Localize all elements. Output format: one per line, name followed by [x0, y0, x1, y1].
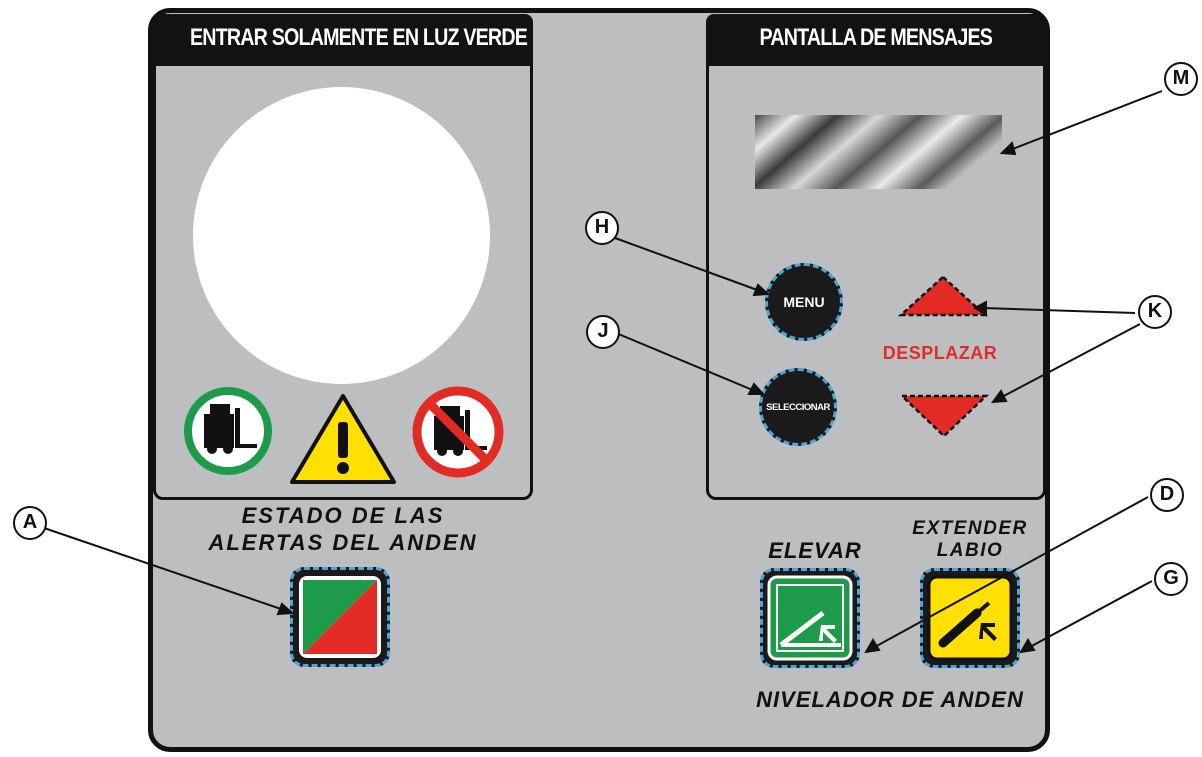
callout-g: G — [1154, 562, 1188, 596]
alert-status-button[interactable] — [290, 567, 390, 667]
menu-button[interactable]: MENU — [765, 263, 843, 341]
extend-label-line1: EXTENDER — [912, 518, 1028, 539]
callout-d: D — [1150, 478, 1184, 512]
warning-icon — [290, 394, 396, 484]
raise-label: ELEVAR — [768, 538, 862, 563]
status-label-line2: ALERTAS DEL ANDEN — [208, 530, 478, 555]
message-screen — [755, 115, 1002, 189]
forklift-prohibited-icon — [412, 386, 504, 478]
callout-m: M — [1164, 62, 1198, 96]
extend-lip-button[interactable] — [920, 568, 1020, 668]
leveler-label: NIVELADOR DE ANDEN — [756, 687, 1024, 712]
status-label-line1: ESTADO DE LAS — [241, 503, 445, 528]
callout-h: H — [585, 211, 619, 245]
scroll-label: DESPLAZAR — [882, 343, 998, 363]
light-status-header: ENTRAR SOLAMENTE EN LUZ VERDE — [153, 14, 533, 66]
scroll-down-button[interactable] — [898, 392, 990, 440]
callout-a: A — [13, 506, 47, 540]
extend-label-line2: LABIO — [936, 540, 1004, 561]
message-display-header: PANTALLA DE MENSAJES — [706, 14, 1046, 66]
raise-button[interactable] — [760, 568, 860, 668]
forklift-allowed-icon — [184, 387, 272, 475]
callout-j: J — [586, 315, 620, 349]
callout-k: K — [1138, 295, 1172, 329]
scroll-up-button[interactable] — [897, 273, 989, 319]
select-button[interactable]: SELECCIONAR — [759, 368, 837, 446]
status-light-circle — [193, 87, 490, 384]
